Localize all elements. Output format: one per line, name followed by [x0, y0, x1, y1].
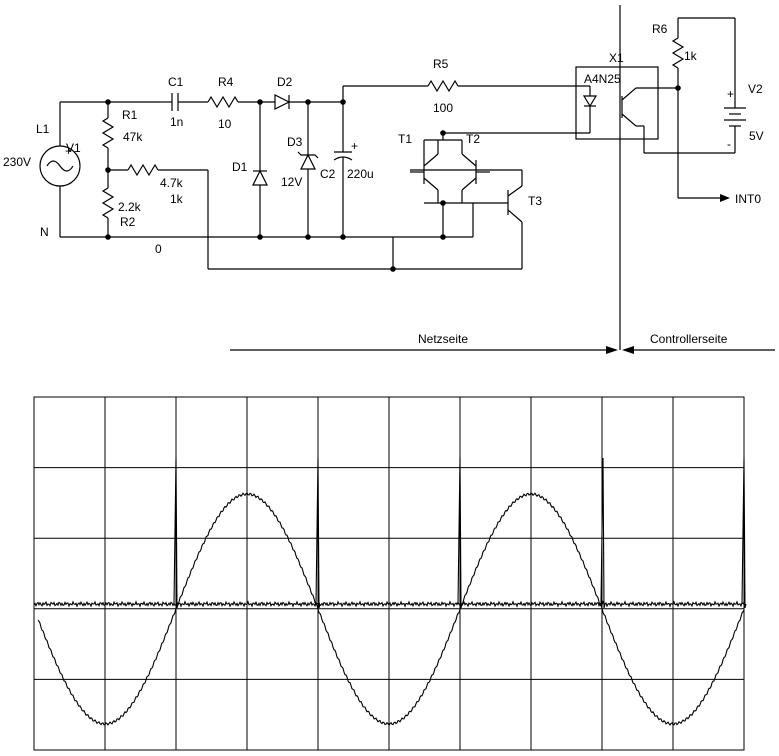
- label-t3: T3: [528, 194, 542, 208]
- label-r4-value: 10: [218, 117, 232, 131]
- label-t2: T2: [466, 132, 480, 146]
- label-mains-voltage: 230V: [3, 155, 31, 169]
- label-r6-value: 1k: [684, 49, 698, 63]
- resistor-r2: [101, 187, 115, 219]
- label-c1: C1: [168, 75, 184, 89]
- resistor-r1: [101, 117, 115, 149]
- label-v2: V2: [748, 82, 763, 96]
- label-controllerseite: Controllerseite: [650, 332, 728, 346]
- label-x1-part: A4N25: [584, 72, 621, 86]
- label-ground: 0: [155, 242, 162, 256]
- label-r2-value: 2.2k: [118, 200, 142, 214]
- resistor-r5: [427, 79, 459, 93]
- label-r1-value: 47k: [123, 130, 143, 144]
- label-v2-minus: -: [727, 137, 731, 151]
- label-v2-value: 5V: [749, 129, 764, 143]
- label-d1: D1: [232, 160, 248, 174]
- label-c1-value: 1n: [170, 115, 183, 129]
- label-l1: L1: [36, 122, 50, 136]
- scope-grid: [33, 396, 745, 751]
- label-n: N: [40, 225, 49, 239]
- label-r2: R2: [120, 215, 136, 229]
- resistor-r4: [207, 95, 239, 109]
- label-r3-value: 4.7k: [160, 176, 184, 190]
- label-d3-value: 12V: [281, 175, 302, 189]
- label-r6: R6: [652, 22, 668, 36]
- svg-text:+: +: [65, 144, 72, 158]
- circuit-schematic: + V1 L1 230V N R1 47k 2.2k R2 4.7k 1k C1…: [3, 5, 775, 354]
- label-c2: C2: [320, 167, 336, 181]
- label-c2-plus: +: [351, 139, 358, 153]
- optocoupler-x1: [575, 66, 659, 140]
- resistor-r3: [127, 163, 159, 177]
- resistor-r6: [671, 37, 685, 69]
- label-d2: D2: [277, 75, 293, 89]
- label-t1: T1: [398, 132, 412, 146]
- label-r3-value-2: 1k: [170, 192, 184, 206]
- label-v1: V1: [66, 141, 81, 155]
- label-c2-value: 220u: [347, 167, 374, 181]
- diode-d2: [274, 94, 291, 110]
- label-r1: R1: [122, 108, 138, 122]
- label-r5: R5: [433, 57, 449, 71]
- label-d3: D3: [287, 135, 303, 149]
- label-r4: R4: [218, 75, 234, 89]
- label-v2-plus: +: [727, 87, 734, 101]
- label-r5-value: 100: [433, 101, 453, 115]
- sine-trace: [37, 492, 745, 727]
- label-int0: INT0: [735, 192, 761, 206]
- pulse-trace: [33, 457, 747, 609]
- ac-source-v1: [39, 145, 81, 187]
- label-netzseite: Netzseite: [418, 332, 468, 346]
